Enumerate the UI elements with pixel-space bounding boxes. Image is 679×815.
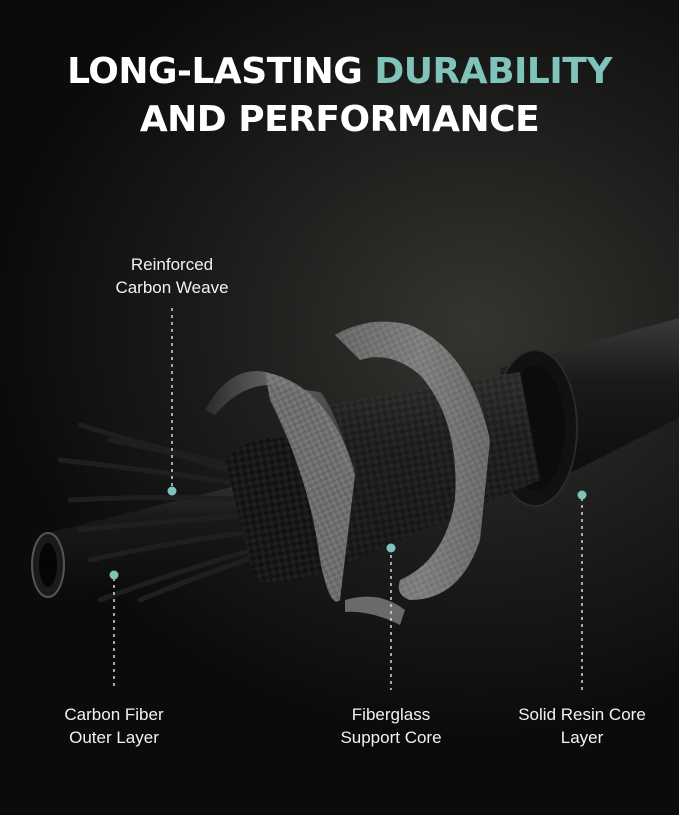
label-solid-resin-core-layer: Solid Resin Core Layer (492, 703, 672, 749)
label-fiberglass-line-2: Support Core (340, 728, 442, 747)
headline-line-2: AND PERFORMANCE (139, 99, 540, 140)
label-resin-line-2: Layer (560, 728, 604, 747)
marker-reinforced-carbon-weave (167, 486, 177, 496)
label-fiberglass-support-core: Fiberglass Support Core (311, 703, 471, 749)
label-carbon-fiber-line-2: Outer Layer (69, 728, 159, 747)
label-carbon-fiber-outer-layer: Carbon Fiber Outer Layer (34, 703, 194, 749)
carbon-weave-band-2 (335, 321, 490, 625)
label-carbon-fiber-line-1: Carbon Fiber (64, 705, 164, 724)
label-resin-line-1: Solid Resin Core (518, 705, 646, 724)
marker-carbon-fiber-outer-layer (109, 570, 119, 580)
headline-white-text: LONG-LASTING (67, 51, 375, 92)
leader-lines (113, 308, 583, 690)
label-fiberglass-line-1: Fiberglass (351, 705, 431, 724)
headline: LONG-LASTING DURABILITY AND PERFORMANCE (0, 48, 679, 144)
label-reinforced-line-2: Carbon Weave (115, 278, 229, 297)
headline-accent-text: DURABILITY (374, 51, 612, 92)
marker-solid-resin-core (577, 490, 587, 500)
label-reinforced-carbon-weave: Reinforced Carbon Weave (92, 253, 252, 299)
headline-line-1: LONG-LASTING DURABILITY (0, 48, 679, 96)
carbon-weave-band-1 (205, 371, 355, 602)
marker-fiberglass-support-core (386, 543, 396, 553)
carbon-weave-wrap-dark (225, 437, 345, 583)
label-reinforced-line-1: Reinforced (130, 255, 214, 274)
